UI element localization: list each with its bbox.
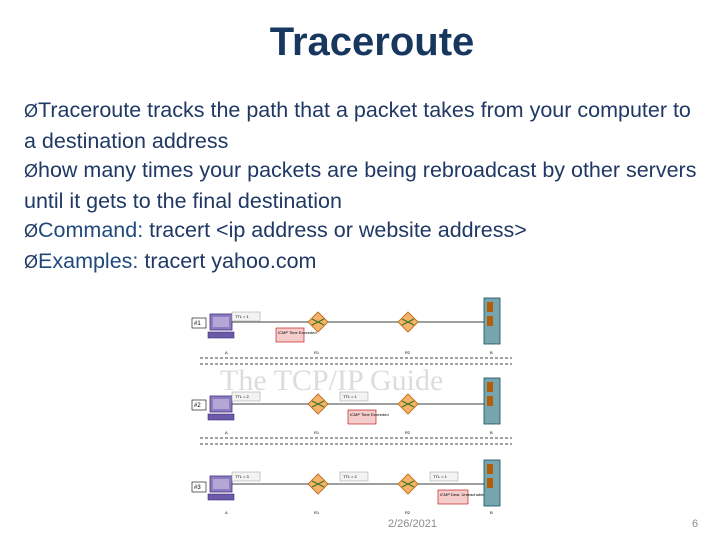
router-icon (397, 393, 419, 415)
node-label: R2 (405, 350, 411, 355)
ttl-label: TTL = 1 (343, 394, 358, 399)
arrow-bullet-icon: Ø (24, 101, 39, 121)
computer-icon (207, 395, 235, 421)
bullet-text: how many times your packets are being re… (24, 158, 697, 213)
icmp-message: ICMP Time Exceeded (278, 330, 317, 335)
diagram-watermark: The TCP/IP Guide (220, 364, 443, 397)
footer-date: 2/26/2021 (388, 518, 437, 530)
ttl-label: TTL = 2 (343, 474, 358, 479)
router-icon (307, 393, 329, 415)
node-label: A (225, 350, 228, 355)
icmp-message: ICMP Dest. Unreachable (440, 492, 485, 497)
bullet-label: Command: (38, 218, 150, 242)
server-icon (483, 377, 501, 425)
node-label: A (225, 510, 228, 515)
arrow-bullet-icon: Ø (24, 161, 39, 181)
ttl-label: TTL = 1 (433, 474, 448, 479)
bullet-text: tracert yahoo.com (144, 248, 317, 273)
node-label: A (225, 430, 228, 435)
traceroute-diagram: The TCP/IP Guide #1 TTL = 1 ICMP Time Ex… (191, 297, 512, 515)
bullet-item: ØExamples: tracert yahoo.com (24, 247, 704, 278)
node-label: B (490, 430, 493, 435)
bullet-list: ØTraceroute tracks the path that a packe… (24, 96, 704, 277)
node-label: R1 (314, 430, 320, 435)
row-tag: #1 (194, 321, 201, 327)
computer-icon (207, 475, 235, 501)
router-icon (397, 473, 419, 495)
node-label: B (490, 350, 493, 355)
server-icon (483, 459, 501, 507)
node-label: B (490, 510, 493, 515)
computer-icon (207, 313, 235, 339)
arrow-bullet-icon: Ø (24, 251, 39, 272)
router-icon (307, 311, 329, 333)
bullet-item: ØCommand: tracert <ip address or website… (24, 216, 704, 247)
trace-row-3: #3 TTL = 3 TTL = 2 TTL = 1 ICMP Dest. Un… (191, 459, 501, 515)
node-label: R1 (314, 510, 320, 515)
router-icon (397, 311, 419, 333)
row-tag: #2 (194, 403, 201, 409)
trace-row-1: #1 TTL = 1 ICMP Time Exceeded A R1 (191, 297, 501, 355)
router-icon (307, 473, 329, 495)
node-label: R1 (314, 350, 320, 355)
bullet-item: Øhow many times your packets are being r… (24, 156, 704, 216)
page-number: 6 (692, 518, 699, 530)
arrow-bullet-icon: Ø (24, 221, 39, 241)
ttl-label: TTL = 1 (235, 314, 250, 319)
server-icon (483, 297, 501, 345)
row-tag: #3 (194, 485, 201, 491)
node-label: R2 (405, 510, 411, 515)
bullet-text: tracert <ip address or website address> (149, 218, 527, 242)
bullet-item: ØTraceroute tracks the path that a packe… (24, 96, 704, 156)
slide-title: Traceroute (269, 20, 475, 64)
trace-row-2: #2 TTL = 2 TTL = 1 ICMP Time Exceeded A … (191, 377, 501, 435)
ttl-label: TTL = 2 (235, 394, 250, 399)
bullet-label: Examples: (38, 248, 145, 273)
icmp-message: ICMP Time Exceeded (350, 412, 389, 417)
node-label: R2 (405, 430, 411, 435)
ttl-label: TTL = 3 (235, 474, 250, 479)
bullet-text: Traceroute tracks the path that a packet… (24, 98, 691, 153)
